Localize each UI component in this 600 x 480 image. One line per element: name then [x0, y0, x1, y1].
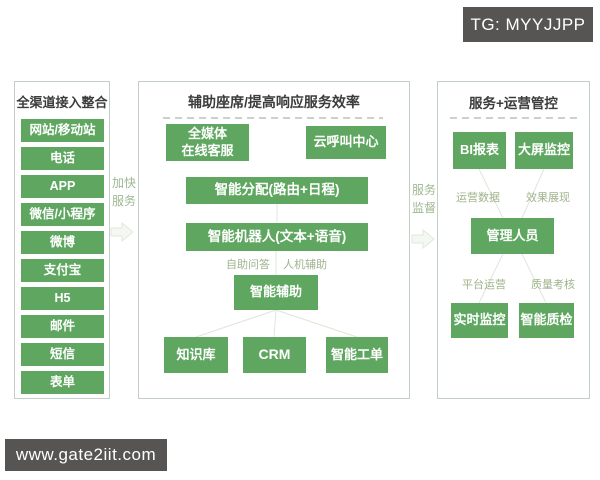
channel-item-app: APP: [21, 175, 104, 198]
channel-item-wechat: 微信/小程序: [21, 203, 104, 226]
channel-item-h5: H5: [21, 287, 104, 310]
channel-list: 网站/移动站 电话 APP 微信/小程序 微博 支付宝 H5 邮件 短信 表单: [21, 119, 104, 394]
node-omni-media-line2: 在线客服: [181, 142, 234, 158]
tg-watermark-badge: TG: MYYJJPP: [463, 7, 593, 42]
flow-label-speed-up-service: 加快 服务: [110, 174, 138, 210]
channel-item-email: 邮件: [21, 315, 104, 338]
node-omni-media-service: 全媒体 在线客服: [166, 124, 249, 161]
dashed-divider: [163, 117, 383, 119]
flow-label-line2: 监督: [411, 201, 436, 215]
arrow-right-icon: [411, 228, 435, 250]
node-cloud-call-center: 云呼叫中心: [306, 126, 386, 159]
node-smart-ticket: 智能工单: [326, 337, 388, 373]
panel-service-operations: 服务+运营管控 BI报表 大屏监控 运营数据 效果展现 管理人员 平台运营 质量…: [437, 81, 590, 399]
arrow-right-icon: [110, 221, 134, 243]
flow-label-service-supervision: 服务 监督: [410, 181, 438, 217]
flow-label-line2: 服务: [111, 194, 136, 208]
channel-item-website: 网站/移动站: [21, 119, 104, 142]
node-smart-dispatch: 智能分配(路由+日程): [186, 177, 368, 204]
channel-item-weibo: 微博: [21, 231, 104, 254]
label-platform-operation: 平台运营: [462, 279, 506, 291]
panel-agent-assist-title: 辅助座席/提高响应服务效率: [188, 94, 360, 110]
node-manager: 管理人员: [471, 218, 554, 254]
site-watermark-badge: www.gate2iit.com: [5, 439, 167, 471]
label-self-service-qa: 自助问答: [226, 259, 270, 271]
flow-label-line1: 服务: [411, 183, 436, 197]
panel-omni-channel: 全渠道接入整合 网站/移动站 电话 APP 微信/小程序 微博 支付宝 H5 邮…: [14, 81, 110, 399]
panel-service-operations-title: 服务+运营管控: [469, 96, 558, 111]
panel-agent-assist: 辅助座席/提高响应服务效率 全媒体 在线客服 云呼叫中心 智能分配(路由+日程)…: [138, 81, 410, 399]
panel-omni-channel-title: 全渠道接入整合: [16, 95, 108, 110]
channel-item-sms: 短信: [21, 343, 104, 366]
channel-item-alipay: 支付宝: [21, 259, 104, 282]
channel-item-form: 表单: [21, 371, 104, 394]
node-big-screen-monitor: 大屏监控: [515, 132, 573, 169]
node-smart-assist: 智能辅助: [234, 275, 318, 310]
node-smart-quality-check: 智能质检: [519, 303, 574, 338]
label-quality-assess: 质量考核: [531, 279, 575, 291]
node-bi-report: BI报表: [453, 132, 506, 169]
node-realtime-monitor: 实时监控: [451, 303, 508, 338]
dashed-divider: [450, 117, 580, 119]
flow-label-line1: 加快: [111, 176, 136, 190]
node-knowledge-base: 知识库: [164, 337, 228, 373]
label-effect-display: 效果展现: [526, 192, 570, 204]
label-operation-data: 运营数据: [456, 192, 500, 204]
node-crm: CRM: [243, 337, 306, 373]
channel-item-phone: 电话: [21, 147, 104, 170]
label-human-machine-assist: 人机辅助: [283, 259, 327, 271]
node-omni-media-line1: 全媒体: [187, 126, 227, 142]
node-smart-robot: 智能机器人(文本+语音): [186, 223, 368, 251]
